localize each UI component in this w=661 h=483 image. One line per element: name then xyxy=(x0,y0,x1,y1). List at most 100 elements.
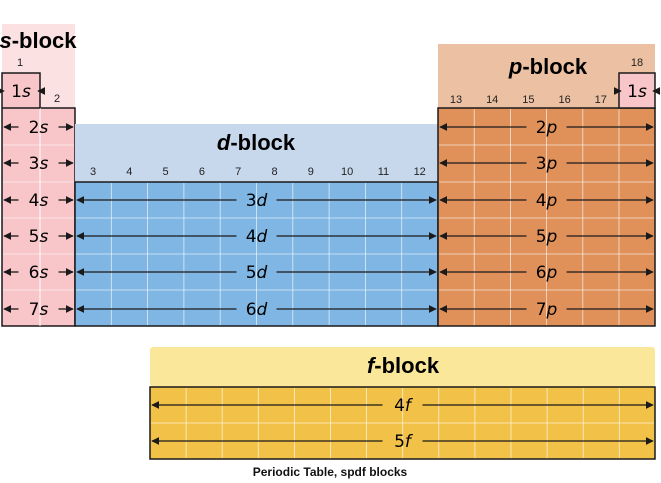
orbital-subshell-letter: s xyxy=(39,154,48,174)
s-orbital-7s: 7s xyxy=(3,300,74,320)
orbital-label: 5d xyxy=(246,263,268,283)
s-block-title: s-block xyxy=(0,28,77,53)
group-number-9: 9 xyxy=(308,166,314,178)
orbital-label: 5f xyxy=(394,432,414,452)
orbital-subshell-letter: p xyxy=(546,154,558,174)
group-number-8: 8 xyxy=(271,166,277,178)
orbital-label: 2s xyxy=(29,118,49,138)
s-orbital-1s: 1s xyxy=(0,82,46,102)
orbital-label: 7p xyxy=(536,300,558,320)
f-block-header xyxy=(150,347,655,387)
orbital-label: 3s xyxy=(29,154,49,174)
p-orbital-2p: 2p xyxy=(439,118,654,138)
orbital-subshell-letter: s xyxy=(39,118,48,138)
orbital-shell-number: 5 xyxy=(246,263,257,283)
orbital-subshell-letter: p xyxy=(546,118,558,138)
f-orbital-5f: 5f xyxy=(151,432,654,452)
orbital-label: 6s xyxy=(29,263,49,283)
p-orbital-5p: 5p xyxy=(439,227,654,247)
orbital-subshell-letter: s xyxy=(39,263,48,283)
orbital-label: 3p xyxy=(536,154,558,174)
orbital-label: 2p xyxy=(536,118,558,138)
orbital-subshell-letter: d xyxy=(257,300,268,320)
orbital-shell-number: 4 xyxy=(29,191,40,211)
orbital-shell-number: 1 xyxy=(11,82,22,102)
p-block-title: p-block xyxy=(508,54,588,79)
orbital-subshell-letter: f xyxy=(405,432,414,452)
orbital-label: 5s xyxy=(29,227,49,247)
orbital-label: 4f xyxy=(394,396,414,416)
orbital-shell-number: 3 xyxy=(536,154,547,174)
orbital-label: 1s xyxy=(11,82,31,102)
orbital-subshell-letter: s xyxy=(638,82,647,102)
group-number-11: 11 xyxy=(378,166,389,178)
orbital-label: 4d xyxy=(246,227,268,247)
d-orbital-6d: 6d xyxy=(76,300,437,320)
orbital-subshell-letter: s xyxy=(39,300,48,320)
d-orbital-3d: 3d xyxy=(76,191,437,211)
orbital-label: 6d xyxy=(246,300,268,320)
orbital-subshell-letter: d xyxy=(257,263,268,283)
orbital-shell-number: 3 xyxy=(29,154,40,174)
orbital-shell-number: 4 xyxy=(394,396,405,416)
f-orbital-4f: 4f xyxy=(151,396,654,416)
orbital-label: 5p xyxy=(536,227,558,247)
orbital-label: 7s xyxy=(29,300,49,320)
orbital-shell-number: 2 xyxy=(536,118,547,138)
orbital-subshell-letter: s xyxy=(22,82,31,102)
s-orbital-6s: 6s xyxy=(3,263,74,283)
group-number-1: 1 xyxy=(17,57,23,69)
orbital-subshell-letter: p xyxy=(546,300,558,320)
group-number-7: 7 xyxy=(235,166,241,178)
s-orbital-3s: 3s xyxy=(3,154,74,174)
d-orbital-4d: 4d xyxy=(76,227,437,247)
p-orbital-7p: 7p xyxy=(439,300,654,320)
group-number-10: 10 xyxy=(341,166,353,178)
s-orbital-2s: 2s xyxy=(3,118,74,138)
orbital-shell-number: 4 xyxy=(246,227,257,247)
d-block-title: d-block xyxy=(217,130,296,155)
p-orbital-3p: 3p xyxy=(439,154,654,174)
orbital-label: 4s xyxy=(29,191,49,211)
orbital-label: 4p xyxy=(536,191,558,211)
group-number-12: 12 xyxy=(414,166,426,178)
s-block-body xyxy=(1,72,76,327)
p-orbital-6p: 6p xyxy=(439,263,654,283)
orbital-shell-number: 7 xyxy=(536,300,547,320)
group-number-16: 16 xyxy=(558,94,570,106)
p-orbital-4p: 4p xyxy=(439,191,654,211)
orbital-shell-number: 5 xyxy=(536,227,547,247)
group-number-6: 6 xyxy=(199,166,205,178)
group-number-14: 14 xyxy=(486,94,498,106)
d-block-header xyxy=(75,124,438,182)
helium-orbital: 1s xyxy=(613,82,661,102)
orbital-shell-number: 6 xyxy=(536,263,547,283)
s-orbital-4s: 4s xyxy=(3,191,74,211)
orbital-subshell-letter: d xyxy=(257,191,268,211)
orbital-label: 3d xyxy=(246,191,268,211)
orbital-subshell-letter: p xyxy=(546,227,558,247)
orbital-shell-number: 3 xyxy=(246,191,257,211)
orbital-shell-number: 7 xyxy=(29,300,40,320)
orbital-subshell-letter: d xyxy=(257,227,268,247)
group-number-13: 13 xyxy=(450,94,462,106)
orbital-shell-number: 5 xyxy=(394,432,405,452)
orbital-subshell-letter: s xyxy=(39,191,48,211)
orbital-label: 1s xyxy=(627,82,647,102)
f-block-title: f-block xyxy=(367,353,440,378)
s-orbital-5s: 5s xyxy=(3,227,74,247)
orbital-label: 6p xyxy=(536,263,558,283)
orbital-subshell-letter: p xyxy=(546,263,558,283)
group-number-2: 2 xyxy=(54,93,60,105)
helium-orbital-1s: 1s xyxy=(613,82,661,102)
group-number-17: 17 xyxy=(595,94,607,106)
orbital-shell-number: 1 xyxy=(627,82,638,102)
orbital-subshell-letter: s xyxy=(39,227,48,247)
orbital-shell-number: 5 xyxy=(29,227,40,247)
